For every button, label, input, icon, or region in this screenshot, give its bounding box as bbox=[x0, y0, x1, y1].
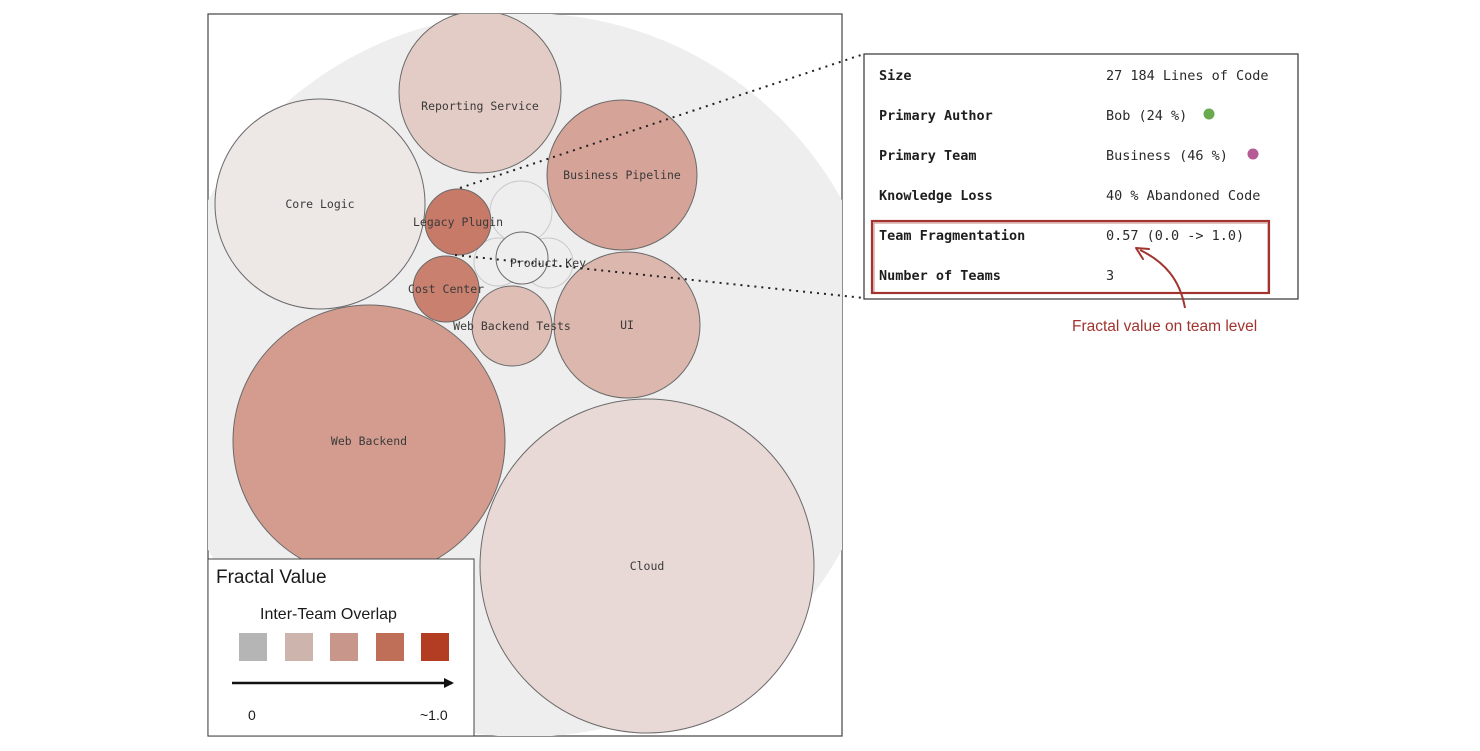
module-label-legacy-plugin: Legacy Plugin bbox=[413, 215, 503, 229]
module-label-web-backend: Web Backend bbox=[331, 434, 407, 448]
info-value-primary-team: Business (46 %) bbox=[1106, 148, 1228, 164]
info-value-size: 27 184 Lines of Code bbox=[1106, 68, 1269, 84]
legend-title: Fractal Value bbox=[216, 567, 327, 588]
author-color-dot bbox=[1203, 108, 1215, 120]
legend-subtitle: Inter-Team Overlap bbox=[260, 606, 397, 623]
module-bubble-cost-center[interactable] bbox=[412, 255, 480, 323]
info-value-team-fragmentation: 0.57 (0.0 -> 1.0) bbox=[1106, 228, 1244, 244]
module-label-core-logic: Core Logic bbox=[285, 197, 354, 211]
module-bubble-web-backend-tests[interactable] bbox=[471, 285, 553, 367]
module-bubble-ui[interactable] bbox=[553, 251, 701, 399]
info-panel-border bbox=[863, 53, 1299, 300]
info-key-size: Size bbox=[879, 68, 912, 84]
info-key-team-fragmentation: Team Fragmentation bbox=[879, 228, 1025, 244]
module-bubble-business-pipeline[interactable] bbox=[546, 99, 698, 251]
module-label-web-backend-tests: Web Backend Tests bbox=[453, 319, 571, 333]
info-value-number-of-teams: 3 bbox=[1106, 268, 1114, 284]
legend-swatch-5 bbox=[421, 633, 449, 661]
legend-max-label: ~1.0 bbox=[420, 707, 448, 723]
legend-min-label: 0 bbox=[248, 707, 256, 723]
legend-swatch-4 bbox=[376, 633, 404, 661]
info-key-knowledge-loss: Knowledge Loss bbox=[879, 188, 993, 204]
annotation-arrowhead bbox=[1135, 247, 1150, 260]
module-bubble-product-key[interactable] bbox=[495, 231, 549, 285]
module-bubble-legacy-plugin[interactable] bbox=[424, 188, 492, 256]
module-label-reporting-service: Reporting Service bbox=[421, 99, 539, 113]
legend-swatch-1 bbox=[239, 633, 267, 661]
highlight-box-sketch bbox=[873, 222, 1269, 294]
module-label-cloud: Cloud bbox=[630, 559, 665, 573]
legend: Fractal Value Inter-Team Overlap 0 ~1.0 bbox=[207, 558, 475, 737]
team-color-dot bbox=[1247, 148, 1259, 160]
legend-swatch-3 bbox=[330, 633, 358, 661]
module-label-business-pipeline: Business Pipeline bbox=[563, 168, 681, 182]
module-label-ui: UI bbox=[620, 318, 634, 332]
legend-swatch-2 bbox=[285, 633, 313, 661]
info-key-primary-team: Primary Team bbox=[879, 148, 977, 164]
info-key-primary-author: Primary Author bbox=[879, 108, 993, 124]
annotation-arrow bbox=[1139, 249, 1186, 309]
module-bubble-core-logic[interactable] bbox=[214, 98, 426, 310]
module-label-cost-center: Cost Center bbox=[408, 282, 484, 296]
annotation-label: Fractal value on team level bbox=[1072, 318, 1257, 335]
info-panel: Size 27 184 Lines of Code Primary Author… bbox=[863, 53, 1299, 300]
info-value-knowledge-loss: 40 % Abandoned Code bbox=[1106, 188, 1260, 204]
info-key-number-of-teams: Number of Teams bbox=[879, 268, 1001, 284]
module-bubble-reporting-service[interactable] bbox=[398, 11, 562, 174]
info-value-primary-author: Bob (24 %) bbox=[1106, 108, 1187, 124]
module-bubble-cloud[interactable] bbox=[479, 398, 815, 734]
connector-line-top bbox=[459, 53, 865, 189]
